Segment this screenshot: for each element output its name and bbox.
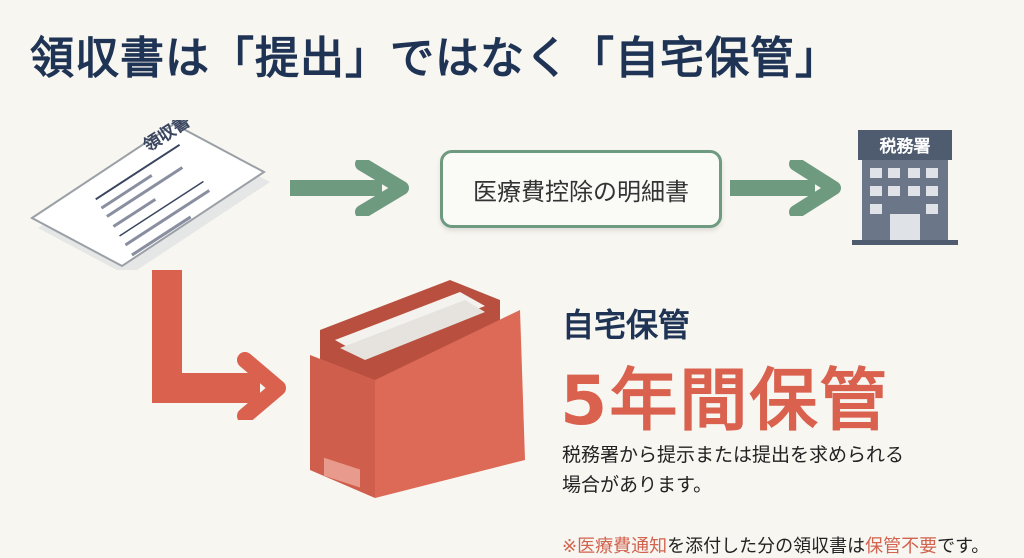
storage-headline: 5年間保管 [560,362,890,441]
deduction-statement-box: 医療費控除の明細書 [440,150,722,228]
footnote: ※医療費通知を添付した分の領収書は保管不要です。 [562,532,989,558]
note-prefix: ※ [562,536,578,557]
storage-subtitle: 自宅保管 [562,306,691,344]
note-text: を添付した分の領収書は [667,536,866,557]
tax-office-label: 税務署 [879,137,931,157]
arrow-right-icon [290,160,409,216]
storage-description: 税務署から提示または提出を求められる場合があります。 [562,444,905,496]
tax-office-building-icon [852,130,958,245]
page-title: 領収書は「提出」ではなく「自宅保管」 [30,33,840,84]
file-box-icon [310,280,525,498]
note-suffix: です。 [937,536,990,557]
note-highlight-medical-notice: 医療費通知 [577,536,668,557]
receipt-icon: 領収書 [30,120,270,270]
arrow-right-icon [730,160,841,216]
note-highlight-not-required: 保管不要 [865,536,938,557]
arrow-down-right-icon [152,270,286,420]
